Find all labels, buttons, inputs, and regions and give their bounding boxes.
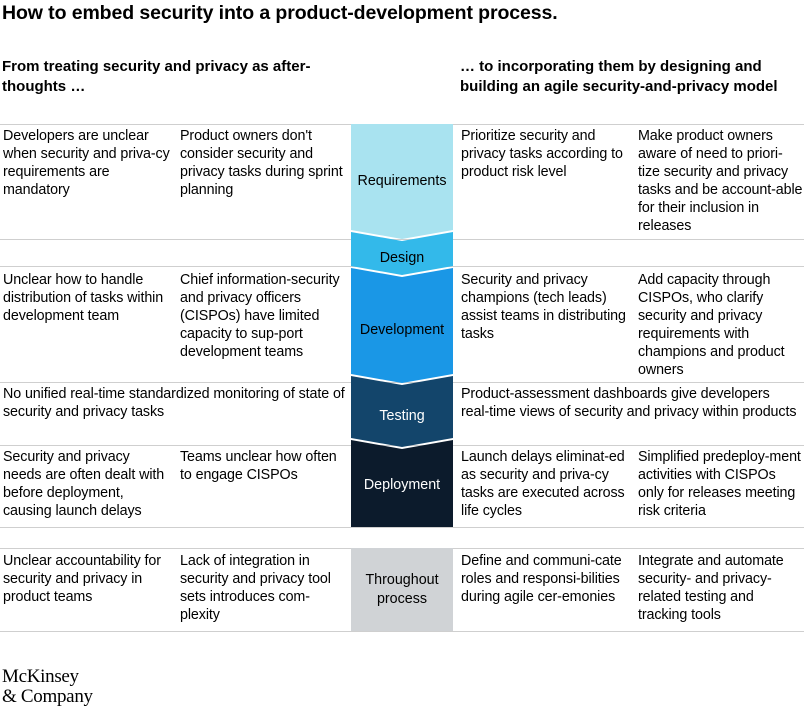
page-title: How to embed security into a product-dev… (2, 2, 558, 24)
testing-stage-shape (351, 376, 453, 447)
requirements-to-1: Prioritize security and privacy tasks ac… (461, 128, 623, 180)
requirements-to-2: Make product owners aware of need to pri… (638, 128, 803, 234)
mckinsey-logo: McKinsey & Company (2, 667, 93, 707)
divider (0, 527, 804, 528)
development-to-2: Add capacity through CISPOs, who clarify… (638, 272, 785, 378)
process-arrow-graphic (351, 124, 453, 631)
deployment-from-2: Teams unclear how often to engage CISPOs (180, 449, 337, 483)
deployment-to-2: Simplified predeploy-ment activities wit… (638, 449, 801, 519)
design-stage-shape (351, 232, 453, 275)
testing-from: No unified real-time standardized monito… (3, 386, 345, 420)
throughout-to-2: Integrate and automate security- and pri… (638, 553, 784, 623)
requirements-from-2: Product owners don't consider security a… (180, 128, 343, 198)
development-from-1: Unclear how to handle distribution of ta… (3, 272, 164, 324)
throughout-to-1: Define and communi-cate roles and respon… (461, 553, 622, 605)
requirements-stage-shape (351, 124, 453, 239)
stage-deployment: Deployment (363, 476, 441, 493)
stage-design: Design (379, 249, 425, 266)
divider (0, 239, 804, 240)
deployment-to-1: Launch delays eliminat-ed as security an… (461, 449, 625, 519)
logo-line-1: McKinsey (2, 666, 79, 687)
logo-line-2: & Company (2, 686, 93, 707)
stage-testing: Testing (379, 407, 425, 424)
left-column-header: From treating security and privacy as af… (2, 58, 311, 95)
throughout-from-2: Lack of integration in security and priv… (180, 553, 331, 623)
stage-requirements: Requirements (357, 173, 447, 189)
divider (0, 631, 804, 632)
development-stage-shape (351, 268, 453, 383)
requirements-from-1: Developers are unclear when security and… (3, 128, 170, 198)
deployment-from-1: Security and privacy needs are often dea… (3, 449, 165, 519)
throughout-stage-shape (351, 548, 453, 631)
deployment-stage-shape (351, 440, 453, 527)
testing-to: Product-assessment dashboards give devel… (461, 386, 797, 420)
stage-development: Development (359, 321, 445, 338)
stage-throughout-process: Throughout process (365, 571, 439, 607)
throughout-from-1: Unclear accountability for security and … (3, 553, 161, 605)
development-from-2: Chief information-security and privacy o… (180, 272, 340, 360)
right-column-header: … to incorporating them by designing and… (460, 58, 778, 95)
development-to-1: Security and privacy champions (tech lea… (461, 272, 626, 342)
